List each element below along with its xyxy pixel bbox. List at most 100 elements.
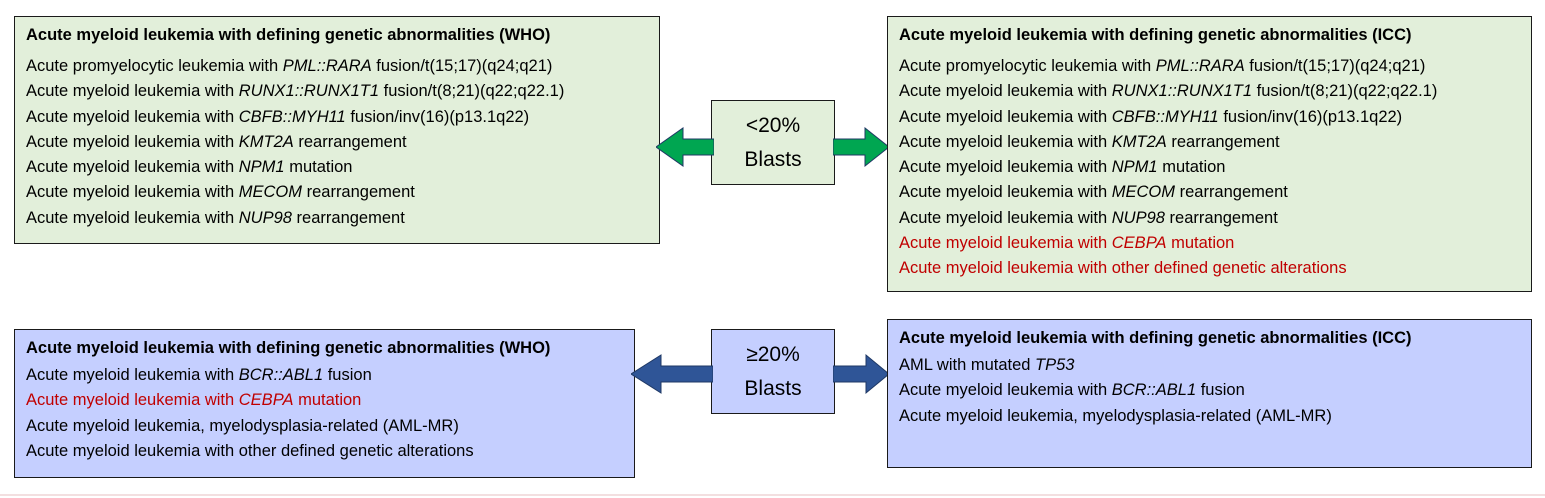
gene-name: CEBPA: [238, 391, 294, 410]
item-text: Acute myeloid leukemia with: [26, 158, 239, 177]
list-item: Acute myeloid leukemia with CEBPA mutati…: [899, 231, 1520, 256]
item-text-suffix: rearrangement: [293, 132, 407, 151]
item-text-suffix: mutation: [293, 391, 362, 410]
item-text: Acute myeloid leukemia with: [26, 391, 239, 410]
threshold-unit: Blasts: [744, 376, 802, 400]
list-item: Acute myeloid leukemia, myelodysplasia-r…: [899, 404, 1520, 429]
item-text-suffix: fusion: [323, 366, 372, 384]
item-text-suffix: fusion/t(15;17)(q24;q21): [1244, 57, 1426, 75]
item-text-suffix: fusion/inv(16)(p13.1q22): [345, 107, 530, 126]
list-item: Acute myeloid leukemia with BCR::ABL1 fu…: [899, 378, 1520, 403]
right-arrow-blue-icon: [833, 353, 889, 395]
item-text: AML with mutated: [899, 356, 1036, 374]
arrow-shape: [833, 126, 889, 168]
left-arrow-blue-icon: [631, 354, 713, 394]
icc-box-under-20: Acute myeloid leukemia with defining gen…: [887, 16, 1532, 292]
item-text-suffix: mutation: [1157, 158, 1226, 177]
list-item: Acute myeloid leukemia with KMT2A rearra…: [26, 130, 648, 155]
list-item: Acute myeloid leukemia with RUNX1::RUNX1…: [26, 79, 648, 104]
item-text: Acute myeloid leukemia with: [26, 82, 239, 101]
gene-name: RUNX1::RUNX1T1: [238, 82, 380, 101]
list-item: Acute myeloid leukemia with other define…: [899, 256, 1520, 281]
right-arrow-green-icon: [833, 126, 889, 168]
gene-name: RUNX1::RUNX1T1: [1111, 82, 1253, 101]
item-text: Acute myeloid leukemia, myelodysplasia-r…: [26, 416, 459, 435]
gene-name: NPM1: [238, 158, 285, 177]
box-title: Acute myeloid leukemia with defining gen…: [899, 26, 1412, 44]
list-item: Acute myeloid leukemia with CEBPA mutati…: [26, 388, 623, 413]
list-item: Acute myeloid leukemia with CBFB::MYH11 …: [26, 105, 648, 130]
gene-name: PML::RARA: [1155, 57, 1245, 75]
item-text: Acute myeloid leukemia with: [899, 208, 1112, 227]
who-box-over-20: Acute myeloid leukemia with defining gen…: [14, 329, 635, 478]
arrow-shape: [656, 127, 714, 167]
gene-name: KMT2A: [238, 132, 294, 151]
item-text: Acute myeloid leukemia with other define…: [899, 259, 1347, 278]
item-text-suffix: rearrangement: [302, 183, 415, 202]
item-text-suffix: mutation: [284, 158, 353, 177]
list-item: Acute promyelocytic leukemia with PML::R…: [26, 54, 648, 79]
gene-name: MECOM: [1111, 183, 1176, 202]
item-text-suffix: mutation: [1166, 234, 1235, 253]
page-bottom-divider: [0, 494, 1545, 496]
list-item: Acute myeloid leukemia with NUP98 rearra…: [899, 206, 1520, 231]
item-text: Acute myeloid leukemia with: [26, 366, 239, 384]
list-item: Acute myeloid leukemia with MECOM rearra…: [899, 180, 1520, 205]
item-text: Acute myeloid leukemia with: [26, 183, 239, 202]
item-text: Acute myeloid leukemia, myelodysplasia-r…: [899, 406, 1332, 425]
list-item: Acute myeloid leukemia with NPM1 mutatio…: [899, 155, 1520, 180]
threshold-value: <20%: [745, 113, 801, 137]
item-text-suffix: fusion: [1196, 381, 1245, 400]
gene-name: CBFB::MYH11: [238, 107, 346, 126]
arrow-shape: [833, 353, 889, 395]
list-item: Acute promyelocytic leukemia with PML::R…: [899, 54, 1520, 79]
box-title: Acute myeloid leukemia with defining gen…: [899, 329, 1412, 347]
left-arrow-green-icon: [656, 127, 714, 167]
arrow-shape: [631, 354, 713, 394]
item-text-suffix: fusion/inv(16)(p13.1q22): [1218, 107, 1403, 126]
item-text: Acute promyelocytic leukemia with: [899, 57, 1156, 75]
list-item: Acute myeloid leukemia with BCR::ABL1 fu…: [26, 363, 623, 388]
classification-list: Acute myeloid leukemia with BCR::ABL1 fu…: [26, 363, 623, 464]
list-item: Acute myeloid leukemia with other define…: [26, 439, 623, 464]
classification-list: Acute promyelocytic leukemia with PML::R…: [26, 54, 648, 231]
item-text: Acute myeloid leukemia with: [899, 183, 1112, 202]
gene-name: PML::RARA: [282, 57, 372, 75]
item-text-suffix: fusion/t(15;17)(q24;q21): [371, 57, 553, 75]
threshold-unit: Blasts: [744, 147, 802, 171]
item-text: Acute myeloid leukemia with: [26, 132, 239, 151]
item-text: Acute myeloid leukemia with: [899, 158, 1112, 177]
list-item: Acute myeloid leukemia, myelodysplasia-r…: [26, 414, 623, 439]
list-item: Acute myeloid leukemia with CBFB::MYH11 …: [899, 105, 1520, 130]
item-text: Acute myeloid leukemia with: [899, 132, 1112, 151]
item-text-suffix: fusion/t(8;21)(q22;q22.1): [379, 82, 565, 101]
item-text-suffix: rearrangement: [1166, 132, 1280, 151]
item-text: Acute myeloid leukemia with: [899, 381, 1112, 400]
box-title: Acute myeloid leukemia with defining gen…: [26, 339, 551, 357]
icc-box-over-20: Acute myeloid leukemia with defining gen…: [887, 319, 1532, 468]
gene-name: CEBPA: [1111, 234, 1167, 253]
item-text: Acute myeloid leukemia with: [899, 107, 1112, 126]
item-text-suffix: fusion/t(8;21)(q22;q22.1): [1252, 82, 1438, 101]
gene-name: KMT2A: [1111, 132, 1167, 151]
threshold-label-over-20: ≥20% Blasts: [711, 329, 835, 414]
item-text-suffix: rearrangement: [291, 208, 405, 227]
gene-name: TP53: [1035, 356, 1075, 374]
list-item: AML with mutated TP53: [899, 353, 1520, 378]
gene-name: NUP98: [238, 208, 292, 227]
list-item: Acute myeloid leukemia with RUNX1::RUNX1…: [899, 79, 1520, 104]
box-title: Acute myeloid leukemia with defining gen…: [26, 26, 551, 44]
item-text: Acute promyelocytic leukemia with: [26, 57, 283, 75]
gene-name: NUP98: [1111, 208, 1165, 227]
threshold-value: ≥20%: [746, 342, 800, 366]
item-text: Acute myeloid leukemia with other define…: [26, 441, 474, 460]
gene-name: BCR::ABL1: [238, 366, 324, 384]
item-text-suffix: rearrangement: [1175, 183, 1288, 202]
list-item: Acute myeloid leukemia with MECOM rearra…: [26, 180, 648, 205]
item-text: Acute myeloid leukemia with: [899, 82, 1112, 101]
gene-name: BCR::ABL1: [1111, 381, 1197, 400]
gene-name: CBFB::MYH11: [1111, 107, 1219, 126]
list-item: Acute myeloid leukemia with NPM1 mutatio…: [26, 155, 648, 180]
item-text-suffix: rearrangement: [1164, 208, 1278, 227]
